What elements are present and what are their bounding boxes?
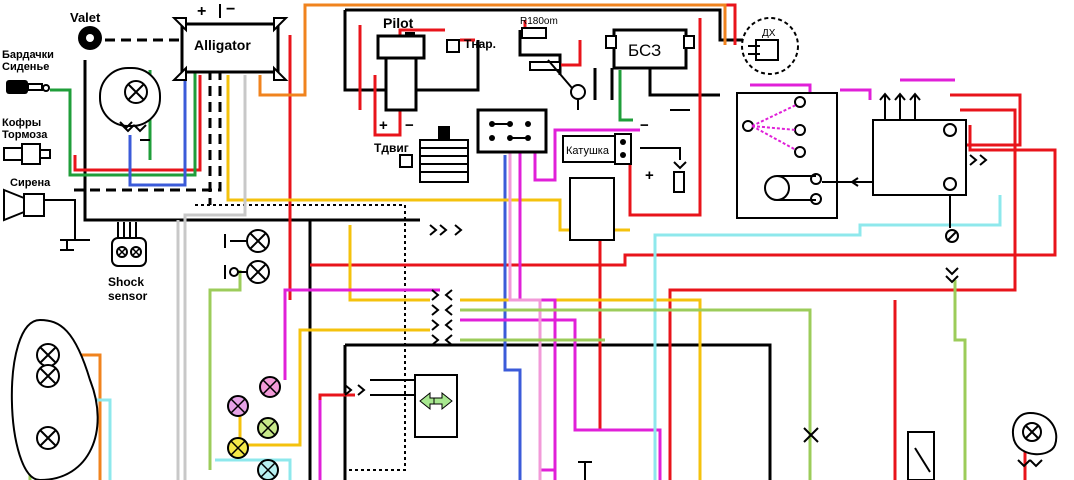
svg-text:+: + (645, 167, 654, 184)
wire-blue-2 (503, 155, 522, 480)
valet-button: Valet (70, 10, 102, 50)
wire-orange-1 (258, 3, 727, 97)
katushka-label: Катушка (566, 145, 610, 157)
bsz-unit: БСЗ − (605, 28, 695, 134)
wire-red-3 (373, 28, 445, 137)
wire-black-right-top (593, 68, 720, 100)
valet-label: Valet (70, 10, 101, 25)
connector-chevrons (119, 121, 463, 346)
wire-black-lower-box (345, 343, 772, 480)
indicator-lamps (224, 229, 270, 284)
wire-black-left-vertical (83, 60, 312, 480)
shock-sensor: Shock sensor (108, 222, 148, 303)
wires (28, 3, 1057, 480)
starter-relay-box (822, 92, 988, 284)
wire-yellow-2 (348, 225, 430, 302)
headlight (10, 318, 99, 480)
relay-box (569, 177, 615, 241)
wire-red-lower (318, 393, 355, 480)
cross-marker (803, 427, 819, 443)
wire-cyan-1 (653, 195, 1002, 480)
kofry-label: Кофры (2, 117, 41, 129)
svg-text:−: − (640, 117, 649, 134)
ignition-switch-box (736, 92, 838, 219)
sirena-label: Сирена (10, 177, 51, 189)
ignition-coil: Катушка + (562, 133, 687, 193)
wire-yellow-4 (238, 328, 430, 447)
svg-text:+: + (379, 117, 388, 134)
alligator-unit: Alligator + − (171, 1, 289, 81)
lower-right-relay (907, 431, 935, 480)
pilot-label: Pilot (383, 15, 414, 31)
wire-yellow-3 (460, 298, 702, 480)
r180-label: R180om (520, 16, 558, 27)
shock-label-1: Shock (108, 275, 144, 289)
wire-red-long (310, 125, 1057, 267)
turn-signal-indicator (344, 374, 458, 438)
bardachki-label: Бардачки (2, 49, 54, 61)
wire-lime-3 (953, 280, 967, 480)
wire-red-right (628, 18, 702, 217)
svg-text:−: − (405, 117, 414, 134)
wire-red-long3 (950, 93, 1022, 147)
siren-icon (3, 188, 90, 241)
alligator-power-label: + (197, 3, 206, 20)
svg-text:−: − (226, 1, 235, 18)
t-dvig-label: Тдвиг (374, 141, 409, 155)
wire-gray-1 (183, 75, 247, 480)
wire-magenta-5 (460, 318, 662, 480)
wire-magenta-3 (533, 128, 640, 182)
switch-contact (529, 59, 586, 100)
left-lamp-housing (99, 67, 161, 141)
wire-lime-2 (460, 308, 812, 480)
resistor-r180: R180om (520, 16, 558, 39)
alligator-label: Alligator (194, 37, 251, 53)
ground-symbols (60, 100, 690, 480)
wire-black-top (345, 8, 745, 42)
wire-cyan-3 (215, 458, 292, 480)
wire-green-1 (50, 70, 197, 177)
sidene-label: Сиденье (2, 61, 49, 73)
dash-lamps (227, 376, 281, 480)
shock-label-2: sensor (108, 289, 148, 303)
wire-green-2 (618, 70, 633, 122)
wire-red-2 (73, 75, 202, 172)
tormoza-label: Тормоза (2, 129, 48, 141)
wire-pink-1 (508, 150, 542, 480)
t-nar-sensor: Тнар. (446, 37, 496, 53)
wire-blue-1 (128, 60, 187, 187)
wire-magenta-2 (283, 288, 440, 380)
brake-switch-icon (3, 143, 51, 165)
trunk-switch-icon (6, 80, 50, 94)
wire-red-long2 (668, 108, 1017, 480)
handlebar-switch (476, 108, 548, 154)
bsz-label: БСЗ (628, 41, 661, 60)
dx-connector: ДХ (741, 17, 799, 75)
wire-dashed-down (70, 70, 222, 205)
t-nar-label: Тнар. (464, 37, 496, 51)
dx-label: ДХ (762, 28, 776, 39)
wire-lime-1 (208, 270, 242, 470)
engine-sensor: Тдвиг (374, 126, 469, 183)
pilot-unit: Pilot + − (376, 15, 426, 134)
rear-lamp (1012, 411, 1058, 468)
wire-dotted-box (195, 204, 406, 471)
